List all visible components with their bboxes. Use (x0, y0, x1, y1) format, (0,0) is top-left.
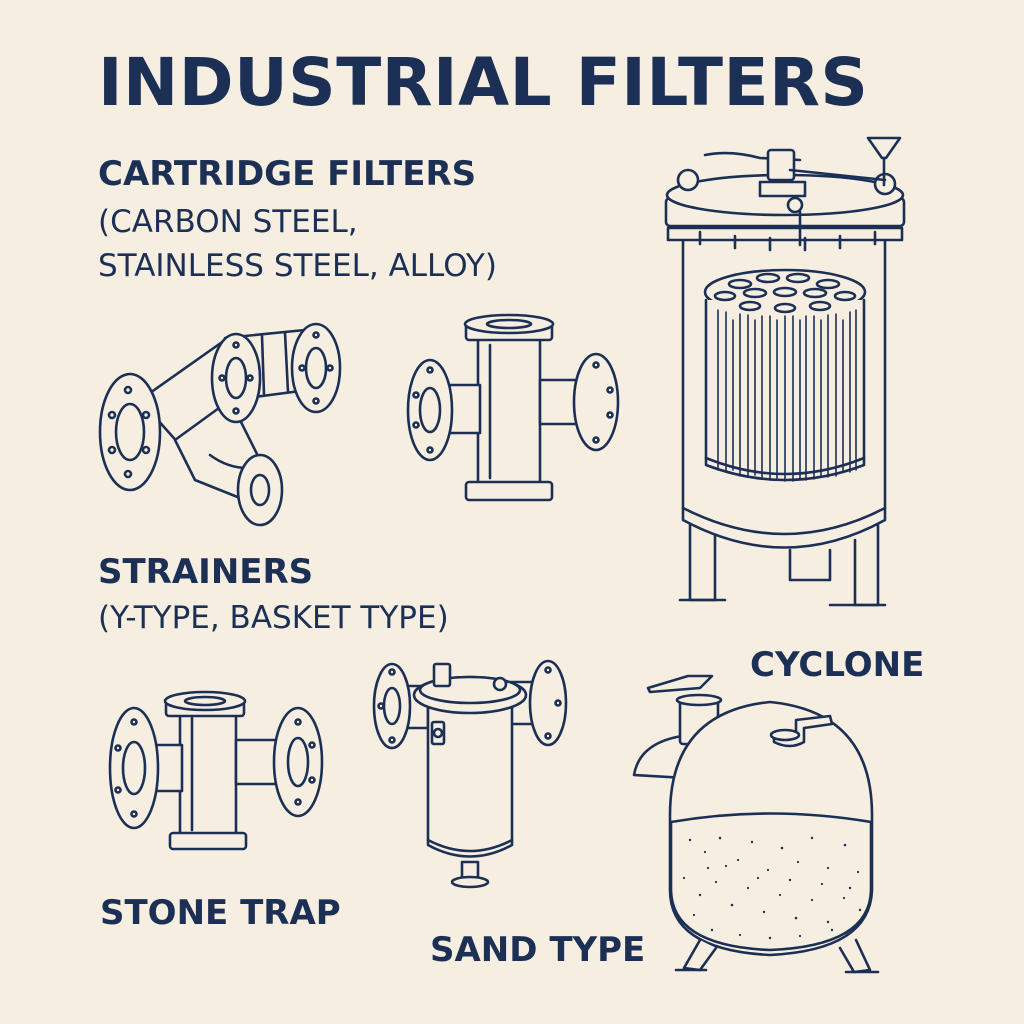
cartridge-filters-materials: (CARBON STEEL, STAINLESS STEEL, ALLOY) (98, 200, 497, 288)
stone-trap-label: STONE TRAP (100, 893, 341, 933)
sand-type-label: SAND TYPE (430, 930, 646, 970)
y-strainer-illustration (98, 322, 342, 527)
cartridge-materials-line-1: (CARBON STEEL, (98, 204, 358, 240)
page-title: INDUSTRIAL FILTERS (98, 44, 869, 121)
sand-particles (682, 836, 862, 940)
cartridge-filters-heading: CARTRIDGE FILTERS (98, 154, 477, 194)
strainers-types: (Y-TYPE, BASKET TYPE) (98, 600, 449, 636)
cartridge-filter-vessel-illustration (664, 136, 906, 607)
cyclone-label: CYCLONE (750, 645, 925, 685)
basket-strainer-illustration (372, 659, 568, 889)
cartridge-materials-line-2: STAINLESS STEEL, ALLOY) (98, 248, 497, 284)
tee-strainer-illustration (406, 313, 620, 502)
stone-trap-illustration (108, 690, 324, 851)
strainers-heading: STRAINERS (98, 552, 314, 592)
sand-filter-tank-illustration (632, 674, 880, 974)
